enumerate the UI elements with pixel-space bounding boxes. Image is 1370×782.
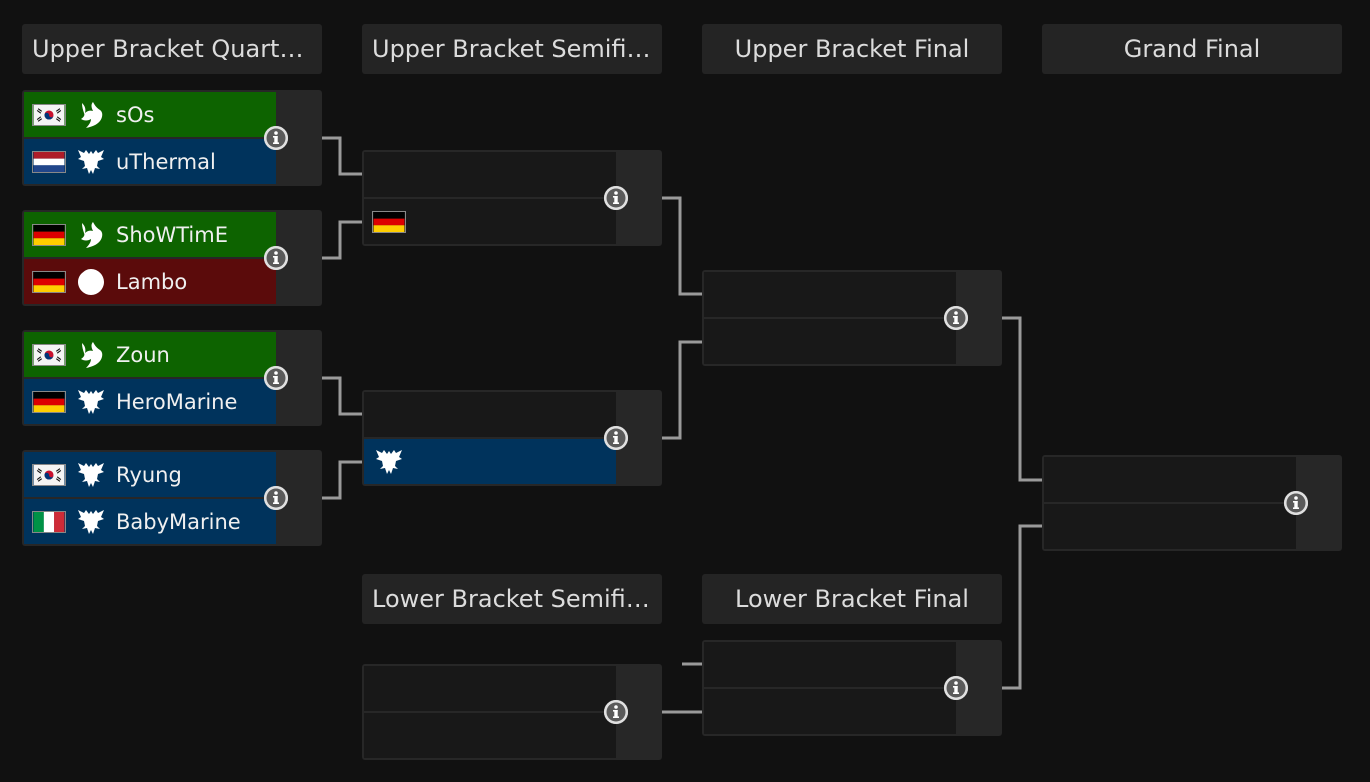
player-slot-showtime[interactable]: ShoWTimE: [24, 212, 276, 257]
header-ub-final: Upper Bracket Final: [702, 24, 1002, 74]
player-name: Lambo: [116, 269, 188, 294]
connector-ubqf3-ubsf2: [322, 376, 362, 416]
info-icon[interactable]: [264, 246, 288, 270]
match-ubqf2[interactable]: ShoWTimE Lambo: [22, 210, 322, 306]
terran-icon: [76, 507, 106, 537]
player-slot-babymarine[interactable]: BabyMarine: [24, 499, 276, 544]
germany-flag-icon: [32, 270, 66, 293]
match-ubsf2[interactable]: [362, 390, 662, 486]
player-name: uThermal: [116, 149, 216, 174]
player-slot-empty[interactable]: [364, 666, 616, 711]
player-name: BabyMarine: [116, 509, 241, 534]
player-slot-empty[interactable]: [704, 689, 956, 734]
header-lb-final: Lower Bracket Final: [702, 574, 1002, 624]
player-slot-ryung[interactable]: Ryung: [24, 452, 276, 497]
terran-icon: [374, 447, 404, 477]
connector-ubsf2-ubf: [662, 340, 702, 440]
connector-lbf-gf: [1002, 524, 1042, 690]
info-icon[interactable]: [604, 186, 628, 210]
match-ub-final[interactable]: [702, 270, 1002, 366]
header-lb-semifinal: Lower Bracket Semifinal: [362, 574, 662, 624]
player-slot-tbd-terran[interactable]: [364, 439, 616, 484]
protoss-icon: [76, 100, 106, 130]
header-grand-final: Grand Final: [1042, 24, 1342, 74]
match-ubsf1[interactable]: [362, 150, 662, 246]
match-lb-semifinal[interactable]: [362, 664, 662, 760]
info-icon[interactable]: [1284, 491, 1308, 515]
info-icon[interactable]: [264, 486, 288, 510]
terran-icon: [76, 147, 106, 177]
info-icon[interactable]: [604, 426, 628, 450]
match-ubqf4[interactable]: Ryung BabyMarine: [22, 450, 322, 546]
protoss-icon: [76, 340, 106, 370]
italy-flag-icon: [32, 510, 66, 533]
player-slot-empty[interactable]: [364, 392, 616, 437]
player-name: sOs: [116, 102, 155, 127]
south-korea-flag-icon: [32, 343, 66, 366]
player-slot-zoun[interactable]: Zoun: [24, 332, 276, 377]
player-slot-empty[interactable]: [704, 642, 956, 687]
player-slot-empty[interactable]: [1044, 457, 1296, 502]
terran-icon: [76, 460, 106, 490]
player-name: Ryung: [116, 462, 182, 487]
match-ubqf1[interactable]: sOs uThermal: [22, 90, 322, 186]
info-icon[interactable]: [604, 700, 628, 724]
player-slot-sos[interactable]: sOs: [24, 92, 276, 137]
player-slot-tbd-germany[interactable]: [364, 199, 616, 244]
germany-flag-icon: [32, 390, 66, 413]
header-ub-quarterfinals: Upper Bracket Quarterfinals: [22, 24, 322, 74]
connector-ubqf2-ubsf1: [322, 220, 362, 260]
info-icon[interactable]: [264, 126, 288, 150]
match-grand-final[interactable]: [1042, 455, 1342, 551]
south-korea-flag-icon: [32, 103, 66, 126]
protoss-icon: [76, 220, 106, 250]
match-ubqf3[interactable]: Zoun HeroMarine: [22, 330, 322, 426]
player-slot-lambo[interactable]: Lambo: [24, 259, 276, 304]
player-slot-empty[interactable]: [364, 152, 616, 197]
connector-ubqf4-ubsf2: [322, 460, 362, 500]
player-slot-empty[interactable]: [704, 319, 956, 364]
terran-icon: [76, 387, 106, 417]
info-icon[interactable]: [944, 306, 968, 330]
match-lb-final[interactable]: [702, 640, 1002, 736]
germany-flag-icon: [372, 210, 406, 233]
player-name: ShoWTimE: [116, 222, 228, 247]
connector-ubsf1-ubf: [662, 196, 702, 296]
player-slot-heromarine[interactable]: HeroMarine: [24, 379, 276, 424]
header-ub-semifinals: Upper Bracket Semifinals: [362, 24, 662, 74]
player-slot-empty[interactable]: [704, 272, 956, 317]
info-icon[interactable]: [944, 676, 968, 700]
player-slot-empty[interactable]: [1044, 504, 1296, 549]
player-slot-uthermal[interactable]: uThermal: [24, 139, 276, 184]
player-name: HeroMarine: [116, 389, 238, 414]
info-icon[interactable]: [264, 366, 288, 390]
netherlands-flag-icon: [32, 150, 66, 173]
player-name: Zoun: [116, 342, 170, 367]
connector-ubqf1-ubsf1: [322, 136, 362, 176]
south-korea-flag-icon: [32, 463, 66, 486]
zerg-icon: [76, 267, 106, 297]
connector-ubf-gf: [1002, 316, 1042, 482]
player-slot-empty[interactable]: [364, 713, 616, 758]
germany-flag-icon: [32, 223, 66, 246]
